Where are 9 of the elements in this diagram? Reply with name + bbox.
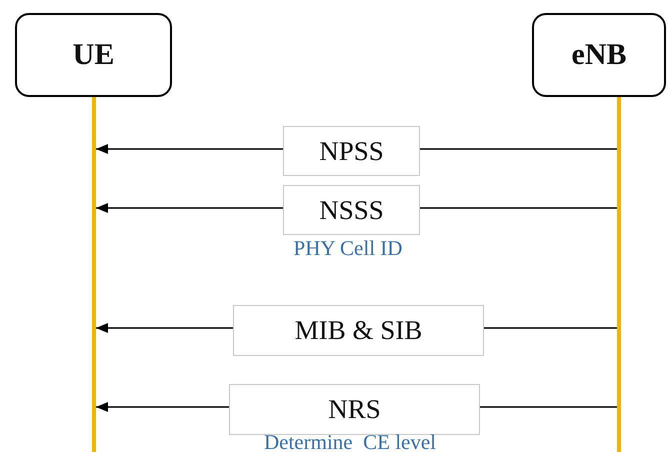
edge-label: NPSS bbox=[283, 126, 420, 176]
edge-label: MIB & SIB bbox=[233, 305, 484, 356]
actor-box: UE bbox=[15, 13, 172, 97]
edge-label: NSSS bbox=[283, 185, 420, 235]
actor-box: eNB bbox=[532, 13, 666, 97]
lifeline bbox=[617, 97, 621, 452]
lifeline bbox=[92, 97, 96, 452]
edge-label: NRS bbox=[229, 384, 480, 435]
note-text: PHY Cell ID bbox=[294, 236, 402, 261]
